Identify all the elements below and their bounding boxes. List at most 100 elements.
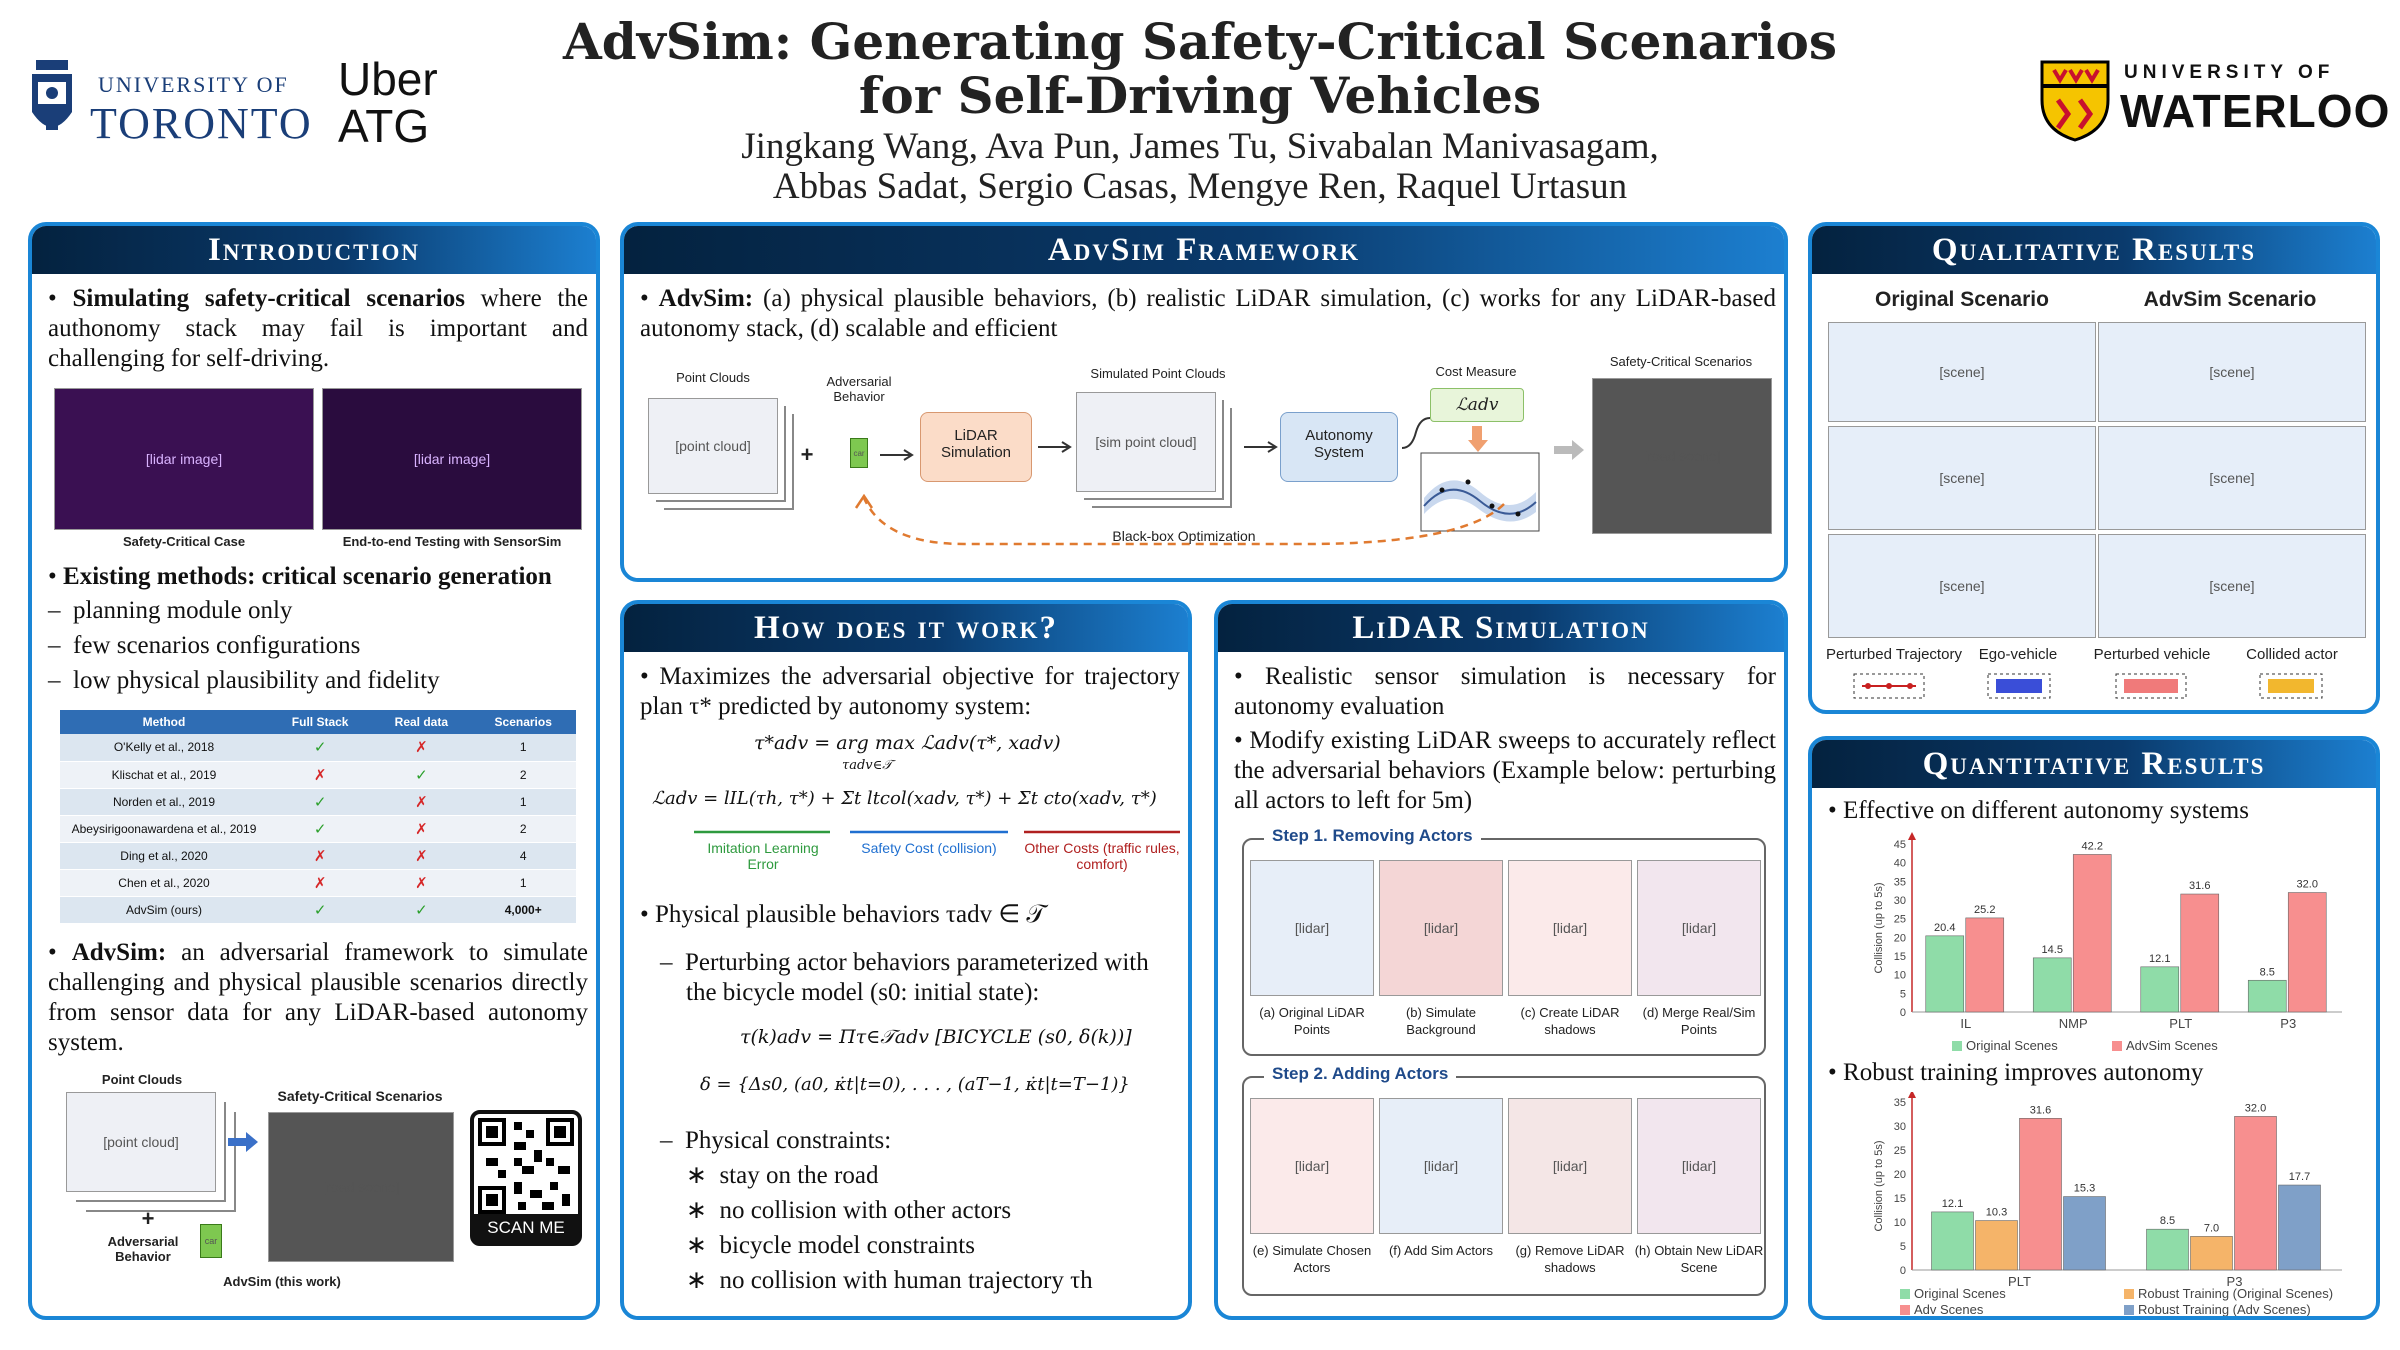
data-label: 42.2	[2082, 840, 2103, 852]
data-label: 12.1	[2149, 953, 2170, 965]
qual-scene-image: [scene]	[2098, 426, 2366, 530]
how-b1-text: Maximizes the adversarial objective for …	[640, 663, 1180, 720]
constraint-text: no collision with other actors	[719, 1197, 1012, 1224]
bar	[2180, 893, 2220, 1013]
legend-swatch	[2112, 1041, 2122, 1051]
intro-sub-3-text: low physical plausibility and fidelity	[73, 667, 440, 694]
lidar-heading: LiDAR Simulation	[1218, 604, 1784, 652]
intro-bullet-2: • Existing methods: critical scenario ge…	[48, 562, 588, 592]
qual-scene-image: [scene]	[2098, 534, 2366, 638]
qual-legend-label: Ego-vehicle	[1978, 646, 2058, 663]
y-tick-label: 0	[1900, 1007, 1906, 1019]
y-tick-label: 20	[1894, 1169, 1906, 1181]
arrow-right-icon	[1038, 441, 1072, 453]
introduction-panel: Introduction • Simulating safety-critica…	[28, 222, 600, 1320]
term-underlines	[694, 830, 1180, 834]
lidar-bullet-1: • Realistic sensor simulation is necessa…	[1234, 662, 1776, 722]
uber-atg-logo: Uber ATG	[338, 56, 458, 156]
fw-sim-pc-label: Simulated Point Clouds	[1090, 366, 1226, 381]
data-label: 25.2	[1974, 904, 1995, 916]
bar	[2190, 1236, 2233, 1271]
lidar-step-caption: (d) Merge Real/Sim Points	[1642, 1005, 1756, 1037]
framework-heading: AdvSim Framework	[624, 226, 1784, 274]
y-axis-label: Collision (up to 5s)	[1873, 882, 1885, 973]
legend-label: AdvSim Scenes	[2126, 1038, 2218, 1053]
intro-pointcloud-stack: [point cloud]	[66, 1092, 216, 1192]
table-cell: ✓	[268, 896, 373, 924]
asterisk-icon: ∗	[686, 1197, 720, 1224]
method-name-cell: Chen et al., 2020	[60, 869, 268, 897]
bullet-dot-icon: •	[48, 285, 73, 312]
step2-box: Step 2. Adding Actors [lidar](e) Simulat…	[1242, 1064, 1766, 1296]
qualitative-panel: Qualitative Results Original Scenario Ad…	[1808, 222, 2380, 714]
how-sub-2: – Physical constraints:	[660, 1126, 1180, 1156]
table-cell: 2	[470, 815, 576, 843]
lidar-step-image: [lidar]	[1508, 1098, 1632, 1234]
safety-critical-image: [lidar image]	[54, 388, 314, 530]
term-imitation: Imitation Learning Error	[707, 840, 819, 872]
table-cell: ✓	[268, 815, 373, 843]
bullet-dot-icon: •	[640, 285, 659, 312]
authors-line1: Jingkang Wang, Ava Pun, James Tu, Sivaba…	[741, 126, 1659, 167]
framework-rest: (a) physical plausible behaviors, (b) re…	[640, 285, 1776, 342]
fw-cost-symbol: ℒadv	[1430, 388, 1524, 422]
poster-header: UNIVERSITY OF TORONTO Uber ATG AdvSim: G…	[0, 0, 2400, 215]
how-sub1-text: Perturbing actor behaviors parameterized…	[685, 949, 1149, 1006]
dash-icon: –	[48, 632, 73, 659]
arrow-down-icon	[1468, 426, 1488, 452]
bar	[2140, 966, 2180, 1013]
uoft-crest-icon	[32, 60, 72, 130]
intro-sub-1-text: planning module only	[73, 597, 293, 624]
bullet-dot-icon: •	[640, 901, 656, 928]
arrow-right-icon	[228, 1132, 258, 1152]
fw-lidar-sim-box: LiDAR Simulation	[920, 412, 1032, 482]
constraint-item: ∗ stay on the road	[686, 1161, 878, 1191]
fw-car-icon: car	[850, 438, 868, 468]
how-eq1: τ*adv = arg max ℒadv(τ*, xadv)	[754, 732, 1061, 754]
method-name-cell: O'Kelly et al., 2018	[60, 734, 268, 762]
bar	[2063, 1196, 2106, 1271]
constraint-item: ∗ no collision with human trajectory τh	[686, 1266, 1093, 1296]
table-cell: ✗	[372, 815, 471, 843]
y-tick-label: 20	[1894, 932, 1906, 944]
legend-label: Adv Scenes	[1914, 1302, 1984, 1317]
intro-b1-bold: Simulating safety-critical scenarios	[72, 285, 465, 312]
qual-scene-image: [scene]	[1828, 534, 2096, 638]
how-sub-1: – Perturbing actor behaviors parameteriz…	[660, 948, 1180, 1008]
intro-sub-2-text: few scenarios configurations	[73, 632, 361, 659]
lidar-step-caption: (h) Obtain New LiDAR Scene	[1634, 1243, 1764, 1275]
how-eq1-sub: τadv∈𝒯	[842, 758, 893, 773]
table-row: O'Kelly et al., 2018✓✗1	[60, 734, 576, 762]
table-cell: ✗	[372, 734, 471, 762]
qual-col2-label: AdvSim Scenario	[2143, 288, 2317, 311]
y-tick-label: 5	[1900, 1241, 1906, 1253]
lidar-step-image: [lidar]	[1379, 1098, 1503, 1234]
how-panel: How does it work? • Maximizes the advers…	[620, 600, 1192, 1320]
y-tick-label: 0	[1900, 1265, 1906, 1277]
table-cell: 4	[470, 842, 576, 870]
intro-scenario-image: [road scene]	[268, 1112, 454, 1262]
intro-fig-plus: +	[141, 1206, 155, 1231]
legend-swatches	[1853, 673, 2323, 699]
y-axis-label: Collision (up to 5s)	[1873, 1140, 1885, 1231]
table-row: Chen et al., 2020✗✗1	[60, 869, 576, 897]
scan-me-label: SCAN ME	[474, 1214, 578, 1242]
arrow-right-icon	[880, 449, 914, 461]
bar	[1931, 1211, 1974, 1271]
data-label: 31.6	[2189, 880, 2210, 892]
legend-label: Robust Training (Original Scenes)	[2138, 1286, 2333, 1301]
data-label: 32.0	[2245, 1102, 2266, 1114]
framework-bold: AdvSim:	[658, 285, 754, 312]
bar	[2278, 1184, 2321, 1271]
fw-autonomy-box: Autonomy System	[1280, 412, 1398, 482]
qual-legend-label: Perturbed Trajectory	[1826, 646, 1962, 663]
lidar-step-caption: (g) Remove LiDAR shadows	[1515, 1243, 1625, 1275]
table-cell: 1	[470, 734, 576, 762]
table-cell: 1	[470, 869, 576, 897]
bar	[2234, 1116, 2277, 1271]
constraint-item: ∗ bicycle model constraints	[686, 1231, 975, 1261]
bar	[2072, 854, 2112, 1013]
x-tick-label: NMP	[2059, 1016, 2088, 1031]
table-cell: ✗	[268, 761, 373, 789]
